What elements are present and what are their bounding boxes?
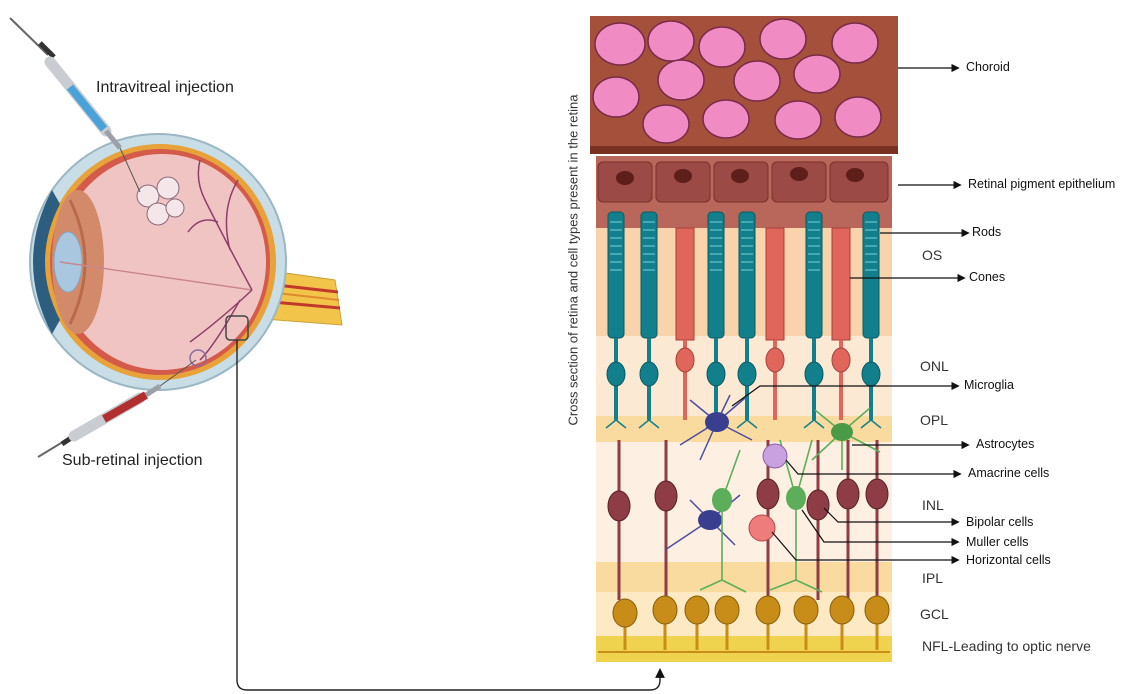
label-choroid: Choroid xyxy=(966,60,1010,74)
nfl-layer xyxy=(596,636,892,662)
label-microglia: Microglia xyxy=(964,378,1014,392)
label-bipolar: Bipolar cells xyxy=(966,515,1033,529)
label-rpe: Retinal pigment epithelium xyxy=(968,177,1115,191)
intravitreal-label: Intravitreal injection xyxy=(96,79,234,97)
horizontal-cell xyxy=(749,515,775,541)
retina-vertical-title: Cross section of retina and cell types p… xyxy=(566,196,581,426)
layer-gcl: GCL xyxy=(920,606,949,622)
label-muller: Muller cells xyxy=(966,535,1029,549)
label-horizontal: Horizontal cells xyxy=(966,553,1051,567)
layer-ipl: IPL xyxy=(922,570,943,586)
label-astrocytes: Astrocytes xyxy=(976,437,1034,451)
layer-inl: INL xyxy=(922,497,944,513)
layer-onl: ONL xyxy=(920,358,949,374)
eye-illustration xyxy=(10,18,660,690)
amacrine-cell xyxy=(763,444,787,468)
layer-nfl: NFL-Leading to optic nerve xyxy=(922,638,1091,654)
rpe-cells xyxy=(598,162,888,202)
layer-os: OS xyxy=(922,247,942,263)
subretinal-label: Sub-retinal injection xyxy=(62,452,203,470)
retina-section xyxy=(590,16,968,662)
label-amacrine: Amacrine cells xyxy=(968,466,1049,480)
label-rods: Rods xyxy=(972,225,1001,239)
layer-opl: OPL xyxy=(920,412,948,428)
label-cones: Cones xyxy=(969,270,1005,284)
lens xyxy=(54,232,82,292)
